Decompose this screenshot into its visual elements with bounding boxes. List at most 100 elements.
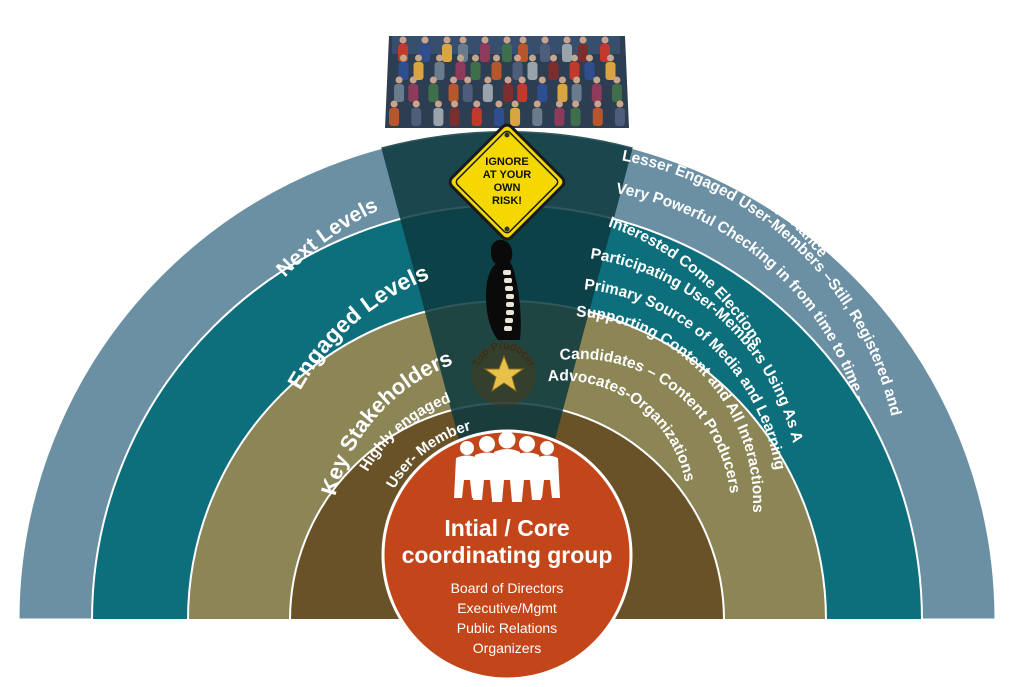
crowd-person-body <box>394 84 405 102</box>
crowd-person-body <box>428 84 439 102</box>
crowd-person-body <box>605 62 616 80</box>
team-silhouette-icon <box>454 431 560 502</box>
core-title-line: Intial / Core <box>444 515 569 541</box>
crowd-person-body <box>449 108 460 126</box>
core-title-line: coordinating group <box>402 542 613 568</box>
warning-sign-icon: IGNORE AT YOUR OWN RISK! <box>448 123 566 241</box>
crowd-person-head <box>429 76 437 84</box>
crowd-person-head <box>450 76 458 84</box>
crowd-person-body <box>413 62 424 80</box>
crowd-person-head <box>399 36 407 44</box>
crowd-person-body <box>411 108 422 126</box>
crowd-person-body <box>540 44 550 62</box>
crowd-person-head <box>473 100 481 108</box>
crowd-person-body <box>491 62 502 80</box>
crowd-person-body <box>398 62 409 80</box>
crowd-person-body <box>482 84 493 102</box>
crowd-person-body <box>569 62 580 80</box>
crowd-person-body <box>578 44 588 62</box>
crowd-person-head <box>529 54 536 62</box>
sign-line: AT YOUR <box>483 169 532 181</box>
crowd-person-head <box>472 54 479 62</box>
crowd-person-head <box>572 100 580 108</box>
crowd-person-head <box>586 54 593 62</box>
crowd-person-body <box>493 108 504 126</box>
core-group-circle <box>381 429 633 681</box>
core-item: Organizers <box>473 640 541 656</box>
crowd-person-body <box>510 108 521 126</box>
crowd-person-head <box>493 54 500 62</box>
sign-line: IGNORE <box>485 156 528 168</box>
crowd-person-body <box>527 62 538 80</box>
crowd-person-body <box>420 44 430 62</box>
crowd-person-head <box>451 100 459 108</box>
crowd-person-body <box>592 108 603 126</box>
crowd-person-head <box>514 54 521 62</box>
crowd-person-body <box>611 84 622 102</box>
crowd-person-body <box>562 44 572 62</box>
crowd-person-head <box>563 36 571 44</box>
crowd-person-head <box>443 36 451 44</box>
crowd-person-body <box>389 108 400 126</box>
crowd-image <box>385 36 629 128</box>
crowd-person-body <box>517 84 528 102</box>
crowd-person-head <box>541 36 549 44</box>
crowd-person-head <box>434 100 442 108</box>
crowd-person-head <box>484 76 492 84</box>
crowd-person-body <box>537 84 548 102</box>
crowd-person-head <box>518 76 526 84</box>
crowd-person-head <box>579 36 587 44</box>
crowd-person-head <box>481 36 489 44</box>
crowd-person-body <box>471 108 482 126</box>
crowd-person-head <box>555 100 563 108</box>
crowd-person-head <box>459 36 467 44</box>
crowd-people <box>389 36 625 126</box>
crowd-person-head <box>519 36 527 44</box>
crowd-person-head <box>390 100 398 108</box>
crowd-person-body <box>554 108 565 126</box>
crowd-person-head <box>511 100 519 108</box>
crowd-person-body <box>570 108 581 126</box>
crowd-person-head <box>571 54 578 62</box>
crowd-person-body <box>433 108 444 126</box>
core-item: Public Relations <box>457 620 557 636</box>
core-item: Executive/Mgmt <box>457 600 557 616</box>
crowd-person-body <box>548 62 559 80</box>
crowd-person-body <box>502 44 512 62</box>
crowd-person-body <box>557 84 568 102</box>
crowd-person-body <box>448 84 459 102</box>
crowd-person-head <box>457 54 464 62</box>
crowd-person-head <box>400 54 407 62</box>
crowd-person-head <box>550 54 557 62</box>
crowd-person-head <box>538 76 546 84</box>
spine-silhouette-icon <box>486 240 521 340</box>
crowd-person-head <box>495 100 503 108</box>
crowd-person-body <box>503 84 513 102</box>
crowd-person-head <box>395 76 403 84</box>
crowd-person-body <box>591 84 602 102</box>
crowd-person-head <box>415 54 422 62</box>
crowd-person-head <box>421 36 429 44</box>
crowd-person-body <box>571 84 582 102</box>
crowd-person-head <box>504 76 512 84</box>
crowd-person-head <box>613 76 621 84</box>
crowd-person-head <box>593 76 601 84</box>
crowd-person-body <box>614 108 625 126</box>
crowd-person-body <box>408 84 419 102</box>
crowd-person-head <box>464 76 472 84</box>
crowd-person-body <box>442 44 452 62</box>
crowd-person-body <box>470 62 481 80</box>
crowd-person-body <box>532 108 543 126</box>
sign-line: OWN <box>494 182 521 194</box>
crowd-person-head <box>558 76 566 84</box>
crowd-person-head <box>607 54 614 62</box>
core-item: Board of Directors <box>451 580 564 596</box>
crowd-person-body <box>584 62 595 80</box>
crowd-person-body <box>455 62 466 80</box>
crowd-person-body <box>512 62 523 80</box>
crowd-person-head <box>409 76 417 84</box>
sign-line: RISK! <box>492 195 522 207</box>
crowd-person-head <box>436 54 443 62</box>
crowd-person-head <box>412 100 420 108</box>
